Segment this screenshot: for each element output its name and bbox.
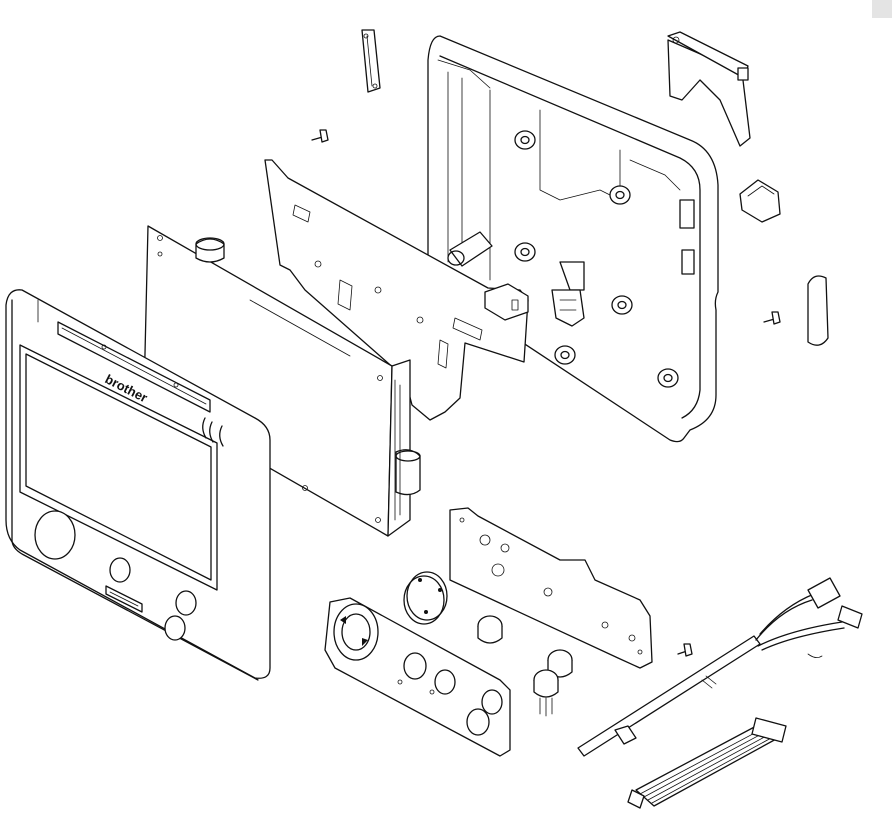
stand-leg: [667, 31, 751, 147]
screw: [763, 311, 781, 325]
front-bezel: brother: [5, 289, 271, 681]
bezel-slot: [57, 321, 211, 413]
main-circuit-board: [143, 225, 421, 537]
display-window: [19, 344, 218, 591]
push-button: [477, 615, 503, 644]
screw: [677, 643, 693, 657]
ribbon-cable: [627, 717, 787, 809]
control-board: [449, 507, 653, 669]
vertical-rail-piece: [361, 29, 381, 93]
hinge-clip: [739, 179, 781, 223]
side-cover: [807, 275, 829, 346]
button-panel: [324, 597, 511, 757]
dial-opening: [34, 510, 76, 560]
housing-latch: [559, 261, 585, 291]
rear-housing: [427, 35, 719, 443]
housing-bosses: [447, 130, 679, 388]
push-button: [533, 669, 559, 717]
corner-tab: [872, 0, 892, 18]
harness-connector: [837, 605, 863, 629]
harness-connector: [807, 577, 841, 609]
rotary-knob: [403, 571, 448, 625]
screw: [311, 129, 329, 143]
wire-harness: [577, 577, 863, 757]
housing-clip: [679, 199, 695, 229]
metal-bracket: [484, 283, 529, 321]
